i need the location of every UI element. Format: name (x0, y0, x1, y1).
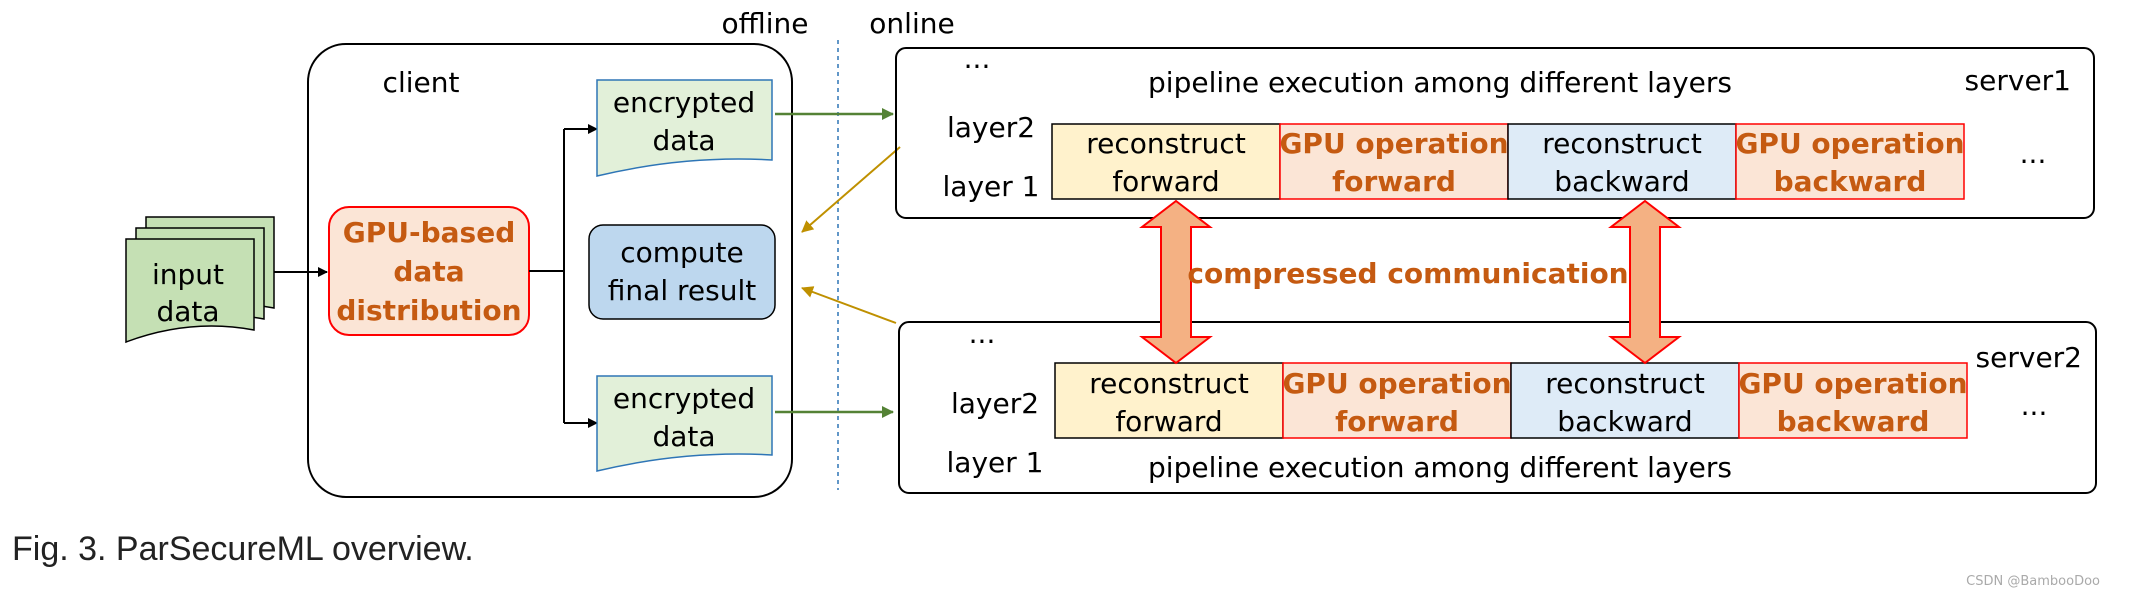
svg-text:forward: forward (1332, 165, 1456, 198)
server1-layer2: layer2 (947, 111, 1035, 144)
svg-text:encrypted: encrypted (613, 86, 755, 119)
encrypted-data-top: encrypted data (596, 79, 773, 177)
svg-text:GPU-based: GPU-based (343, 216, 516, 249)
svg-text:data: data (652, 420, 715, 453)
svg-text:reconstruct: reconstruct (1086, 127, 1246, 160)
server1-name: server1 (1965, 64, 2071, 97)
server1-stage-reconstruct-backward: reconstruct backward (1507, 123, 1737, 200)
server2-ellipsis-right: ... (2021, 389, 2048, 422)
server2-name: server2 (1976, 341, 2082, 374)
encrypted-data-bottom: encrypted data (596, 375, 773, 472)
svg-text:reconstruct: reconstruct (1545, 367, 1705, 400)
server2-stage-gpu-operation-forward: GPU operation forward (1282, 362, 1512, 439)
input-data-line2: data (156, 295, 219, 328)
svg-text:reconstruct: reconstruct (1542, 127, 1702, 160)
svg-text:GPU operation: GPU operation (1738, 367, 1967, 400)
figure-caption: Fig. 3. ParSecureML overview. (12, 530, 474, 568)
server2-layer2: layer2 (951, 387, 1039, 420)
input-data-stack: input data (125, 216, 275, 344)
input-data-line1: input (152, 258, 224, 291)
distribution-split-connector (529, 124, 598, 428)
communication-arrow-forward (1139, 199, 1213, 365)
server2-container: ... server2 layer2 layer 1 pipeline exec… (898, 317, 2097, 494)
svg-text:data: data (393, 255, 464, 288)
client-title: client (383, 66, 460, 99)
svg-text:reconstruct: reconstruct (1089, 367, 1249, 400)
server1-stage-reconstruct-forward: reconstruct forward (1051, 123, 1281, 200)
svg-text:backward: backward (1774, 165, 1927, 198)
server2-to-compute-arrow (801, 286, 897, 324)
communication-arrow-backward (1608, 199, 1682, 365)
svg-text:backward: backward (1557, 405, 1692, 438)
svg-text:GPU operation: GPU operation (1279, 127, 1508, 160)
server2-layer1: layer 1 (947, 446, 1044, 479)
server1-layer1: layer 1 (943, 170, 1040, 203)
watermark: CSDN @BambooDoo (1966, 574, 2100, 589)
server2-stage-reconstruct-forward: reconstruct forward (1054, 362, 1284, 439)
server1-stage-gpu-operation-forward: GPU operation forward (1279, 123, 1509, 200)
server1-ellipsis-right: ... (2020, 137, 2047, 170)
server2-stage-reconstruct-backward: reconstruct backward (1510, 362, 1740, 439)
server1-container: ... pipeline execution among different l… (895, 42, 2095, 219)
svg-text:final result: final result (608, 274, 756, 307)
svg-text:data: data (652, 124, 715, 157)
server2-stage-gpu-operation-backward: GPU operation backward (1738, 362, 1968, 439)
svg-text:GPU operation: GPU operation (1282, 367, 1511, 400)
svg-text:forward: forward (1112, 165, 1219, 198)
svg-text:forward: forward (1115, 405, 1222, 438)
svg-text:backward: backward (1554, 165, 1689, 198)
server1-ellipsis-top: ... (964, 42, 991, 75)
svg-text:forward: forward (1335, 405, 1459, 438)
compressed-communication-label: compressed communication (1187, 257, 1628, 290)
server1-to-compute-arrow (801, 146, 901, 233)
svg-text:backward: backward (1777, 405, 1930, 438)
server1-pipeline-label: pipeline execution among different layer… (1148, 66, 1732, 99)
online-label: online (869, 7, 954, 40)
svg-text:compute: compute (620, 236, 744, 269)
svg-text:distribution: distribution (336, 294, 521, 327)
server1-stage-gpu-operation-backward: GPU operation backward (1735, 123, 1965, 200)
gpu-data-distribution-box: GPU-based data distribution (328, 206, 530, 336)
server2-pipeline-label: pipeline execution among different layer… (1148, 451, 1732, 484)
compute-final-result-box: compute final result (588, 224, 776, 320)
server2-ellipsis-top: ... (969, 317, 996, 350)
offline-label: offline (722, 7, 809, 40)
svg-text:GPU operation: GPU operation (1735, 127, 1964, 160)
svg-text:encrypted: encrypted (613, 382, 755, 415)
client-container (307, 43, 793, 498)
